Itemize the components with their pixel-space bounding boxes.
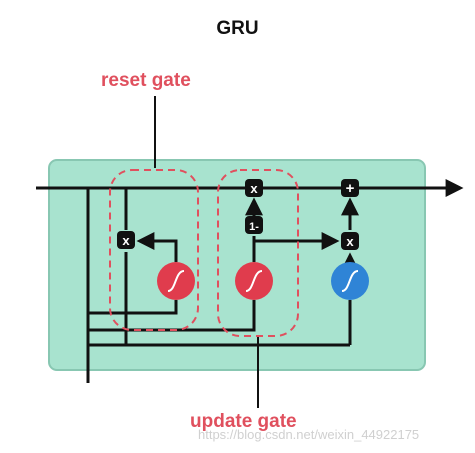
- update-sigmoid-gate: [235, 262, 273, 300]
- update-multiply-symbol: x: [250, 181, 258, 196]
- reset-gate-label: reset gate: [101, 70, 191, 91]
- diagram-title: GRU: [216, 18, 259, 39]
- update-multiply-op: x: [245, 179, 263, 197]
- update-gate-outline: [217, 169, 299, 337]
- sigmoid-curve-icon: [167, 270, 185, 292]
- add-symbol: +: [346, 180, 355, 197]
- reset-sigmoid-to-multiply: [136, 232, 178, 262]
- add-op: +: [341, 179, 359, 197]
- one-minus-symbol: 1-: [249, 221, 259, 233]
- reset-sigmoid-gate: [157, 262, 195, 300]
- one-minus-op: 1-: [245, 216, 263, 234]
- concat-path-update: [88, 300, 256, 332]
- candidate-multiply-symbol: x: [346, 234, 354, 249]
- candidate-tanh-gate: [331, 262, 369, 300]
- update-gate-label: update gate: [190, 411, 297, 432]
- tanh-curve-icon: [341, 270, 359, 292]
- gru-cell-box: [48, 159, 426, 371]
- concat-path-reset: [88, 300, 178, 315]
- candidate-multiply-op: x: [341, 232, 359, 250]
- reset-gate-outline: [109, 169, 199, 331]
- sigmoid-curve-icon: [245, 270, 263, 292]
- reset-multiply-op: x: [117, 231, 135, 249]
- watermark: https://blog.csdn.net/weixin_44922175: [198, 427, 420, 442]
- reset-multiply-symbol: x: [122, 233, 130, 248]
